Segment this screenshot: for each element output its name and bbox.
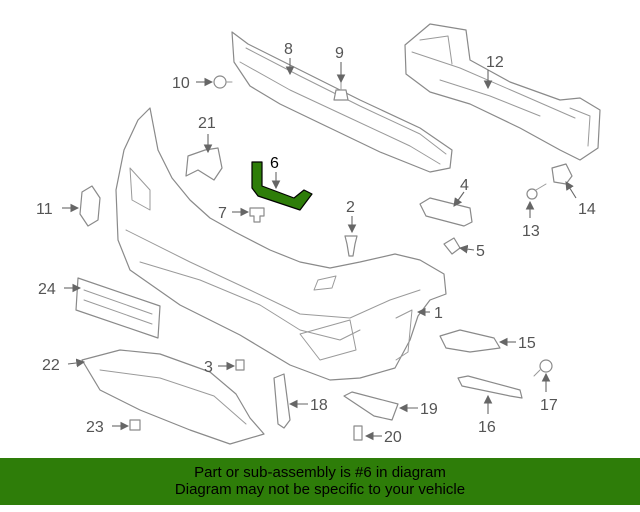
fastener-part-9[interactable]: [333, 79, 349, 101]
callout-22: 22: [42, 357, 60, 374]
callout-1: 1: [434, 305, 443, 322]
fastener-part-17[interactable]: [533, 359, 553, 377]
license-bracket-part-24[interactable]: [75, 277, 161, 339]
fastener-part-7[interactable]: [249, 207, 265, 223]
fastener-part-13[interactable]: [526, 183, 547, 200]
callout-20: 20: [384, 429, 402, 446]
callout-4: 4: [460, 177, 469, 194]
callout-10: 10: [172, 75, 190, 92]
parts-diagram: 8 9 10 12 21 6 11 7 4 2 5 14 13 24 1 15 …: [36, 23, 601, 446]
callout-21: 21: [198, 115, 216, 132]
callout-15: 15: [518, 335, 536, 352]
callout-19: 19: [420, 401, 438, 418]
fastener-part-23[interactable]: [129, 419, 141, 431]
callout-2: 2: [346, 199, 355, 216]
callout-11: 11: [36, 201, 53, 218]
callout-6: 6: [270, 155, 279, 172]
fastener-part-2[interactable]: [344, 235, 358, 257]
bumper-cover-part-1[interactable]: [115, 107, 447, 381]
banner-line-2: Diagram may not be specific to your vehi…: [174, 481, 466, 498]
trim-part-19[interactable]: [343, 391, 399, 421]
fastener-part-5[interactable]: [443, 237, 461, 255]
fastener-part-20[interactable]: [353, 425, 363, 441]
callout-5: 5: [476, 243, 485, 260]
callout-13: 13: [522, 223, 540, 240]
bracket-part-6-highlighted[interactable]: [251, 161, 313, 211]
fastener-part-10[interactable]: [213, 75, 233, 89]
callout-23: 23: [86, 419, 104, 436]
callout-14: 14: [578, 201, 596, 218]
callout-8: 8: [284, 41, 293, 58]
bracket-part-21[interactable]: [185, 147, 223, 181]
undertray-part-22[interactable]: [81, 349, 265, 445]
callout-24: 24: [38, 281, 56, 298]
bracket-part-16[interactable]: [457, 375, 523, 399]
side-bracket-part-11[interactable]: [79, 185, 101, 227]
info-banner: Part or sub-assembly is #6 in diagram Di…: [0, 458, 640, 505]
fastener-part-3[interactable]: [235, 359, 245, 371]
callout-3: 3: [204, 359, 213, 376]
bracket-part-4[interactable]: [419, 197, 473, 227]
callout-17: 17: [540, 397, 558, 414]
callout-18: 18: [310, 397, 328, 414]
banner-line-1: Part or sub-assembly is #6 in diagram: [194, 464, 446, 481]
callout-9: 9: [335, 45, 344, 62]
callout-12: 12: [486, 54, 504, 71]
bracket-part-15[interactable]: [439, 329, 501, 353]
clip-part-14[interactable]: [551, 163, 573, 185]
callout-7: 7: [218, 205, 227, 222]
callout-16: 16: [478, 419, 496, 436]
trim-part-18[interactable]: [273, 373, 291, 429]
